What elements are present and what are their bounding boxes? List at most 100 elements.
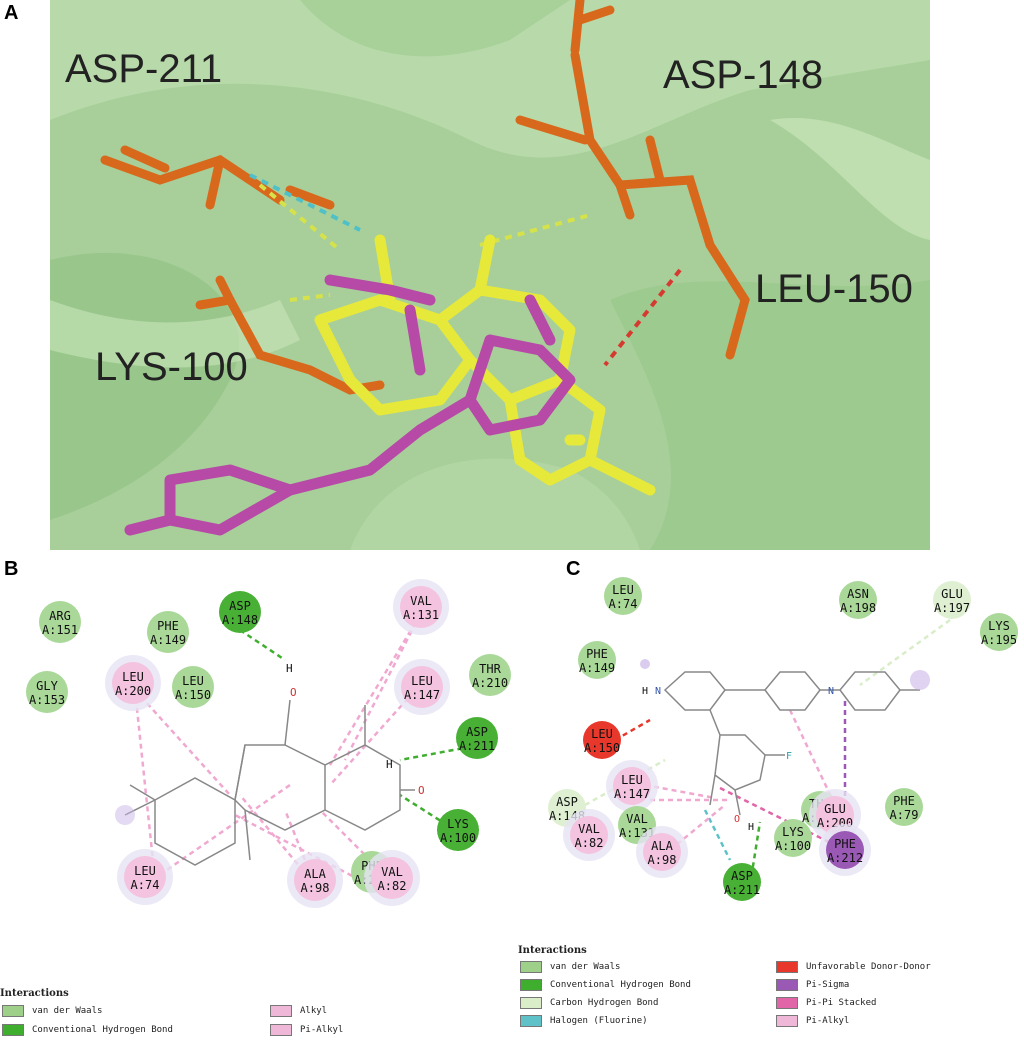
- panel-label-b: B: [4, 558, 19, 580]
- residue-name: ASP: [466, 725, 488, 739]
- residue-id: A:198: [840, 601, 876, 615]
- residue-circle: [371, 857, 413, 899]
- residue-name: GLU: [824, 802, 846, 816]
- residue-circle: [885, 788, 923, 826]
- residue-id: A:150: [175, 688, 211, 702]
- legend-label: Pi-Pi Stacked: [806, 998, 877, 1008]
- residue-name: VAL: [578, 822, 600, 836]
- residue-name: VAL: [381, 865, 403, 879]
- label-leu-150: LEU-150: [755, 267, 913, 311]
- residue-id: A:79: [890, 808, 919, 822]
- residue-circle: [400, 586, 442, 628]
- panel-label-a: A: [4, 2, 19, 24]
- residue-circle: [456, 717, 498, 759]
- legend-label: van der Waals: [32, 1006, 103, 1016]
- docking-3d-svg: ASP-211 ASP-148 LEU-150 LYS-100: [50, 0, 930, 550]
- residue-circle: [604, 577, 642, 615]
- residue-name: LYS: [782, 825, 804, 839]
- legend-title: Interactions: [0, 988, 69, 999]
- residue-id: A:100: [775, 839, 811, 853]
- residue-circle: [723, 863, 761, 901]
- residue-name: ASP: [229, 599, 251, 613]
- atom-h2: H: [386, 758, 393, 771]
- residue-circle: [826, 831, 864, 869]
- legend-item: Conventional Hydrogen Bond: [2, 1023, 173, 1037]
- residue-name: PHE: [157, 619, 179, 633]
- residue-id: A:211: [724, 883, 760, 897]
- residue-id: A:211: [459, 739, 495, 753]
- legend-swatch: [2, 1005, 24, 1017]
- residue-name: VAL: [626, 812, 648, 826]
- legend-label: van der Waals: [550, 962, 621, 972]
- legend-label: Halogen (Fluorine): [550, 1016, 648, 1026]
- residue-nodes-b: ARGA:151GLYA:153PHEA:149ASPA:148LEUA:200…: [26, 579, 511, 908]
- residue-id: A:149: [579, 661, 615, 675]
- atom-o1: O: [290, 686, 297, 699]
- docking-3d-render: ASP-211 ASP-148 LEU-150 LYS-100: [50, 0, 930, 550]
- legend-label: Pi-Alkyl: [806, 1016, 850, 1026]
- residue-circle: [26, 671, 68, 713]
- residue-circle: [774, 819, 812, 857]
- residue-name: LEU: [122, 670, 144, 684]
- residue-circle: [583, 721, 621, 759]
- residue-name: LYS: [988, 619, 1010, 633]
- residue-id: A:98: [648, 853, 677, 867]
- legend-item: Unfavorable Donor-Donor: [776, 960, 931, 974]
- residue-id: A:148: [222, 613, 258, 627]
- residue-circle: [124, 856, 166, 898]
- residue-name: GLU: [941, 587, 963, 601]
- residue-name: LYS: [447, 817, 469, 831]
- legend-item: Alkyl: [270, 1004, 327, 1018]
- residue-nodes-c: LEUA:74ASNA:198GLUA:197LYSA:195PHEA:149L…: [548, 577, 1018, 901]
- residue-name: LEU: [411, 674, 433, 688]
- ligand-skeleton-c: [663, 671, 920, 816]
- residue-circle: [578, 641, 616, 679]
- atom-h2: H: [748, 822, 754, 833]
- residue-name: PHE: [586, 647, 608, 661]
- atom-n1: N: [655, 686, 661, 697]
- residue-id: A:98: [301, 881, 330, 895]
- residue-name: PHE: [834, 837, 856, 851]
- residue-circle: [839, 581, 877, 619]
- residue-id: A:100: [440, 831, 476, 845]
- legend-swatch: [776, 1015, 798, 1027]
- atom-n2: N: [828, 686, 834, 697]
- residue-id: A:210: [472, 676, 508, 690]
- label-asp-211: ASP-211: [65, 47, 222, 91]
- residue-id: A:151: [42, 623, 78, 637]
- ligand-skeleton-b: [124, 699, 415, 866]
- diagram-c-svg: N H O H F N LEUA:74ASNA:198GLUA:197LYSA:…: [548, 577, 1018, 901]
- residue-circle: [933, 581, 971, 619]
- residue-name: LEU: [134, 864, 156, 878]
- ribbon-shape: [350, 458, 640, 550]
- residue-id: A:150: [584, 741, 620, 755]
- interaction-lines-b: [133, 614, 481, 887]
- halo-marker: [115, 805, 135, 825]
- atom-h1: H: [642, 686, 648, 697]
- label-asp-148: ASP-148: [663, 53, 823, 97]
- ribbon-shape: [50, 0, 930, 158]
- residue-circle: [980, 613, 1018, 651]
- residue-id: A:74: [131, 878, 160, 892]
- residue-name: LEU: [182, 674, 204, 688]
- legend-item: Pi-Pi Stacked: [776, 996, 876, 1010]
